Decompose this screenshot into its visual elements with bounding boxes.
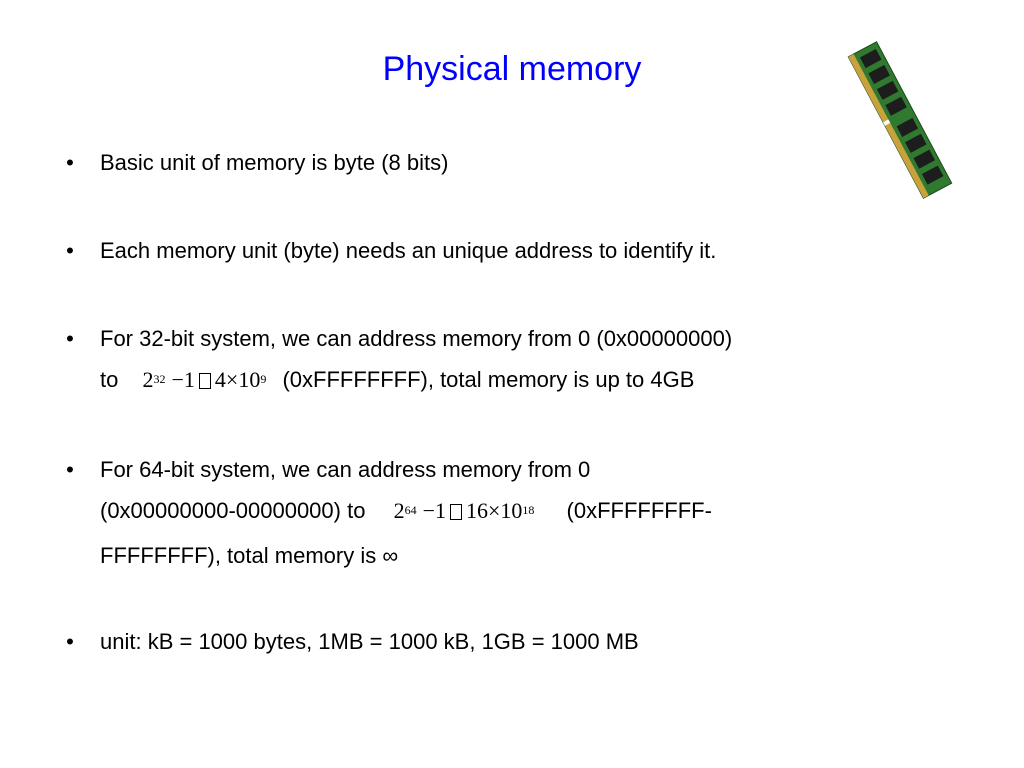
bullet-dot: • bbox=[66, 238, 74, 263]
math-coef: 16 bbox=[466, 498, 488, 523]
bullet-text: (0xFFFFFFFF- bbox=[566, 498, 712, 523]
bullet-item-64bit: • For 64-bit system, we can address memo… bbox=[60, 449, 960, 576]
math-base: 2 bbox=[142, 367, 154, 392]
math-minus: −1 bbox=[171, 367, 195, 392]
bullet-dot: • bbox=[66, 326, 74, 351]
math-power: 9 bbox=[260, 372, 267, 386]
slide-title: Physical memory bbox=[382, 50, 642, 88]
bullet-text: FFFFFFFF), total memory is ∞ bbox=[100, 543, 398, 568]
bullet-dot: • bbox=[66, 629, 74, 654]
bullet-text: Basic unit of memory is byte (8 bits) bbox=[100, 150, 449, 175]
bullet-dot: • bbox=[66, 150, 74, 175]
bullet-item-32bit: • For 32-bit system, we can address memo… bbox=[60, 318, 960, 404]
approx-symbol-icon bbox=[450, 504, 462, 520]
bullet-item-units: • unit: kB = 1000 bytes, 1MB = 1000 kB, … bbox=[60, 621, 960, 662]
math-coef: 4 bbox=[214, 367, 226, 392]
math-expression-32: 232 −1 4×109 bbox=[142, 359, 266, 404]
bullet-text: For 64-bit system, we can address memory… bbox=[100, 457, 591, 482]
bullet-text: (0xFFFFFFFF), total memory is up to 4GB bbox=[282, 367, 695, 392]
math-times: ×10 bbox=[488, 498, 523, 523]
bullet-text: Each memory unit (byte) needs an unique … bbox=[100, 238, 717, 263]
math-exponent: 64 bbox=[404, 503, 417, 517]
bullet-text: to bbox=[100, 367, 119, 392]
math-minus: −1 bbox=[422, 498, 446, 523]
bullet-dot: • bbox=[66, 457, 74, 482]
math-exponent: 32 bbox=[153, 372, 166, 386]
bullet-item-byte: • Basic unit of memory is byte (8 bits) bbox=[60, 142, 960, 183]
bullet-item-address: • Each memory unit (byte) needs an uniqu… bbox=[60, 230, 960, 271]
ram-module-icon bbox=[847, 41, 953, 199]
bullet-text: (0x00000000-00000000) to bbox=[100, 498, 366, 523]
bullet-text: For 32-bit system, we can address memory… bbox=[100, 326, 733, 351]
math-expression-64: 264 −1 16×1018 bbox=[394, 490, 535, 535]
bullet-text: unit: kB = 1000 bytes, 1MB = 1000 kB, 1G… bbox=[100, 629, 639, 654]
approx-symbol-icon bbox=[198, 373, 211, 389]
math-times: ×10 bbox=[225, 367, 261, 392]
math-power: 18 bbox=[522, 503, 535, 517]
math-base: 2 bbox=[393, 498, 405, 523]
bullet-list: • Basic unit of memory is byte (8 bits) … bbox=[60, 142, 960, 662]
